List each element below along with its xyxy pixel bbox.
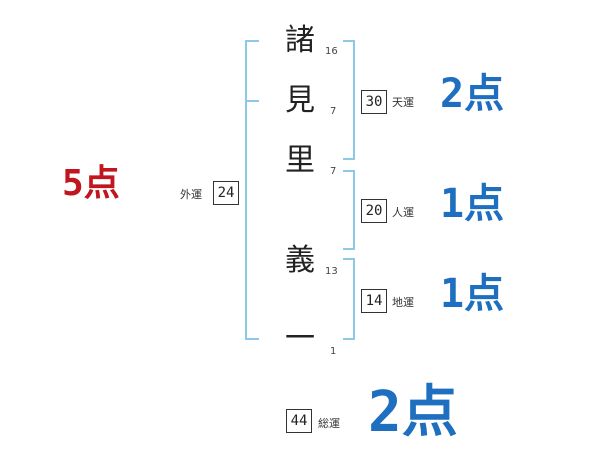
stroke-count-1: 16 bbox=[325, 46, 338, 57]
sou-score: 2点 bbox=[368, 380, 458, 445]
name-char-3: 里 bbox=[285, 143, 315, 178]
chi-value-box: 14 bbox=[361, 289, 387, 313]
jin-score: 1点 bbox=[440, 181, 505, 227]
name-char-4: 義 bbox=[285, 243, 315, 278]
chi-score: 1点 bbox=[440, 271, 505, 317]
stroke-count-3: 7 bbox=[330, 166, 337, 177]
sou-label: 総運 bbox=[318, 417, 340, 430]
stroke-count-5: 1 bbox=[330, 346, 337, 357]
sou-value-box: 44 bbox=[286, 409, 312, 433]
stroke-count-2: 7 bbox=[330, 106, 337, 117]
ten-value-box: 30 bbox=[361, 90, 387, 114]
stroke-count-4: 13 bbox=[325, 266, 338, 277]
jin-label: 人運 bbox=[392, 206, 414, 219]
name-char-5: 一 bbox=[285, 321, 315, 356]
name-char-1: 諸 bbox=[285, 23, 315, 58]
jin-value-box: 20 bbox=[361, 199, 387, 223]
name-char-2: 見 bbox=[285, 83, 315, 118]
gai-value-box: 24 bbox=[213, 181, 239, 205]
gai-label: 外運 bbox=[180, 188, 202, 201]
gai-score: 5点 bbox=[62, 163, 120, 204]
chi-label: 地運 bbox=[392, 296, 414, 309]
ten-label: 天運 bbox=[392, 96, 414, 109]
ten-score: 2点 bbox=[440, 71, 505, 117]
